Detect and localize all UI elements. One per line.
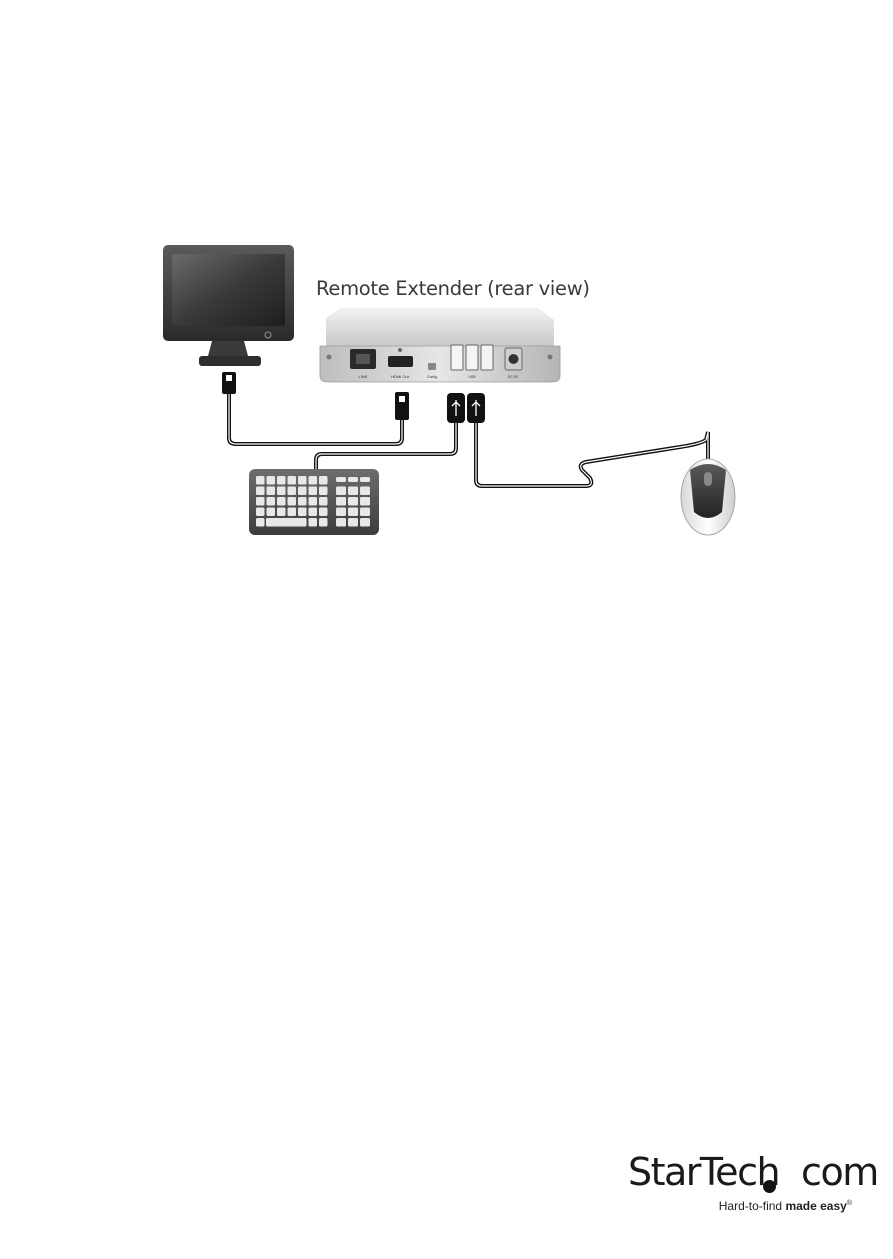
keyboard-key xyxy=(336,518,346,527)
keyboard-key xyxy=(336,487,346,496)
keyboard-key xyxy=(266,518,306,527)
port-label-dc: DC 5V xyxy=(508,375,519,379)
keyboard-key xyxy=(288,476,297,485)
keyboard-key xyxy=(277,487,286,496)
hdmi-cable xyxy=(222,372,409,444)
keyboard-key xyxy=(360,497,370,506)
keyboard-key xyxy=(288,487,297,496)
keyboard-key xyxy=(288,497,297,506)
keyboard-key xyxy=(319,518,328,527)
port-label-usb: USB xyxy=(468,375,476,379)
keyboard-key xyxy=(277,476,286,485)
keyboard-key xyxy=(309,476,318,485)
keyboard-key xyxy=(348,518,358,527)
keyboard-key xyxy=(267,508,276,517)
keyboard-key xyxy=(336,508,346,517)
port-label-hdmi-out: HDMI Out xyxy=(391,374,410,379)
keyboard-key xyxy=(348,487,358,496)
keyboard-key xyxy=(336,477,346,482)
keyboard-key xyxy=(319,497,328,506)
keyboard-key xyxy=(309,508,318,517)
keyboard-key xyxy=(256,487,265,496)
keyboard-key xyxy=(360,487,370,496)
keyboard-key xyxy=(267,487,276,496)
keyboard-key xyxy=(267,497,276,506)
keyboard-key xyxy=(256,497,265,506)
monitor-icon xyxy=(163,245,294,366)
keyboard-key xyxy=(298,487,307,496)
keyboard-key xyxy=(298,508,307,517)
keyboard-key xyxy=(319,487,328,496)
keyboard-cable xyxy=(316,423,456,470)
port-label-config: Config xyxy=(427,375,437,379)
mouse-cable xyxy=(476,423,708,486)
remote-extender-device: LINK HDMI Out Config USB DC 5V xyxy=(320,308,560,382)
keyboard-key xyxy=(348,477,358,482)
keyboard-key xyxy=(277,497,286,506)
keyboard-key xyxy=(309,497,318,506)
keyboard-key xyxy=(256,508,265,517)
keyboard-key xyxy=(298,497,307,506)
keyboard-key xyxy=(309,487,318,496)
keyboard-key xyxy=(256,476,265,485)
brand-dot-icon xyxy=(763,1180,776,1193)
port-label-link: LINK xyxy=(359,374,368,379)
usb-plug-icon xyxy=(447,393,485,423)
diagram-title: Remote Extender (rear view) xyxy=(316,277,590,300)
keyboard-key xyxy=(277,508,286,517)
keyboard-key xyxy=(360,508,370,517)
keyboard-key xyxy=(360,477,370,482)
keyboard-icon xyxy=(249,469,379,535)
keyboard-key xyxy=(348,508,358,517)
keyboard-key xyxy=(288,508,297,517)
keyboard-key xyxy=(256,518,265,527)
brand-tagline: Hard-to-find made easy® xyxy=(719,1199,852,1213)
keyboard-key xyxy=(319,508,328,517)
keyboard-key xyxy=(348,497,358,506)
keyboard-key xyxy=(360,518,370,527)
mouse-icon xyxy=(681,459,735,535)
keyboard-key xyxy=(319,476,328,485)
keyboard-key xyxy=(309,518,318,527)
keyboard-key xyxy=(298,476,307,485)
keyboard-key xyxy=(336,497,346,506)
keyboard-key xyxy=(267,476,276,485)
